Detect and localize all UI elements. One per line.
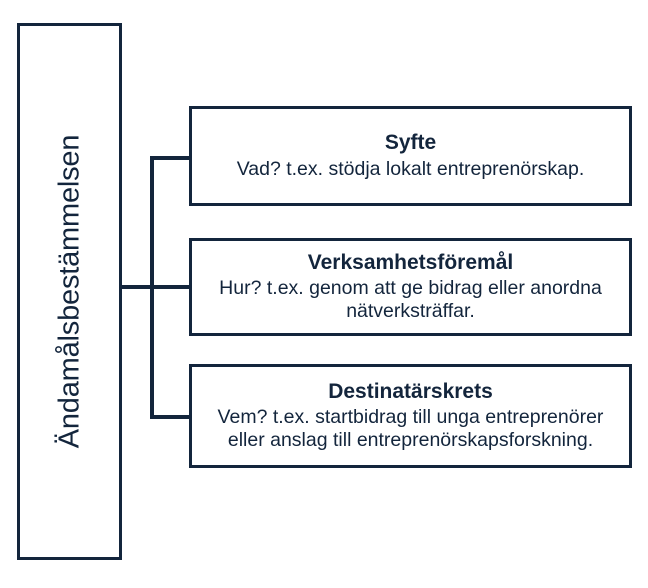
node-verksamhetsforemal-body: Hur? t.ex. genom att ge bidrag eller ano… xyxy=(219,277,602,323)
root-node-label: Ändamålsbestämmelsen xyxy=(53,134,86,449)
connector-root-stub xyxy=(120,285,152,289)
node-destinatarskrets-title: Destinatärskrets xyxy=(328,379,493,403)
node-verksamhetsforemal[interactable]: Verksamhetsföremål Hur? t.ex. genom att … xyxy=(189,238,632,336)
node-verksamhetsforemal-title: Verksamhetsföremål xyxy=(307,250,514,274)
connector-branch-syfte xyxy=(150,156,191,160)
root-label-wrapper: Ändamålsbestämmelsen xyxy=(20,26,119,557)
node-syfte-title: Syfte xyxy=(384,131,437,155)
connector-branch-verksamhetsforemal xyxy=(150,285,191,289)
node-syfte[interactable]: Syfte Vad? t.ex. stödja lokalt entrepren… xyxy=(189,106,632,206)
connector-branch-destinatarskrets xyxy=(150,415,191,419)
node-destinatarskrets[interactable]: Destinatärskrets Vem? t.ex. startbidrag … xyxy=(189,364,632,468)
node-destinatarskrets-body: Vem? t.ex. startbidrag till unga entrepr… xyxy=(217,406,604,452)
node-syfte-body: Vad? t.ex. stödja lokalt entreprenörskap… xyxy=(236,157,585,180)
root-node-andamalsbestammelsen[interactable]: Ändamålsbestämmelsen xyxy=(17,23,122,560)
